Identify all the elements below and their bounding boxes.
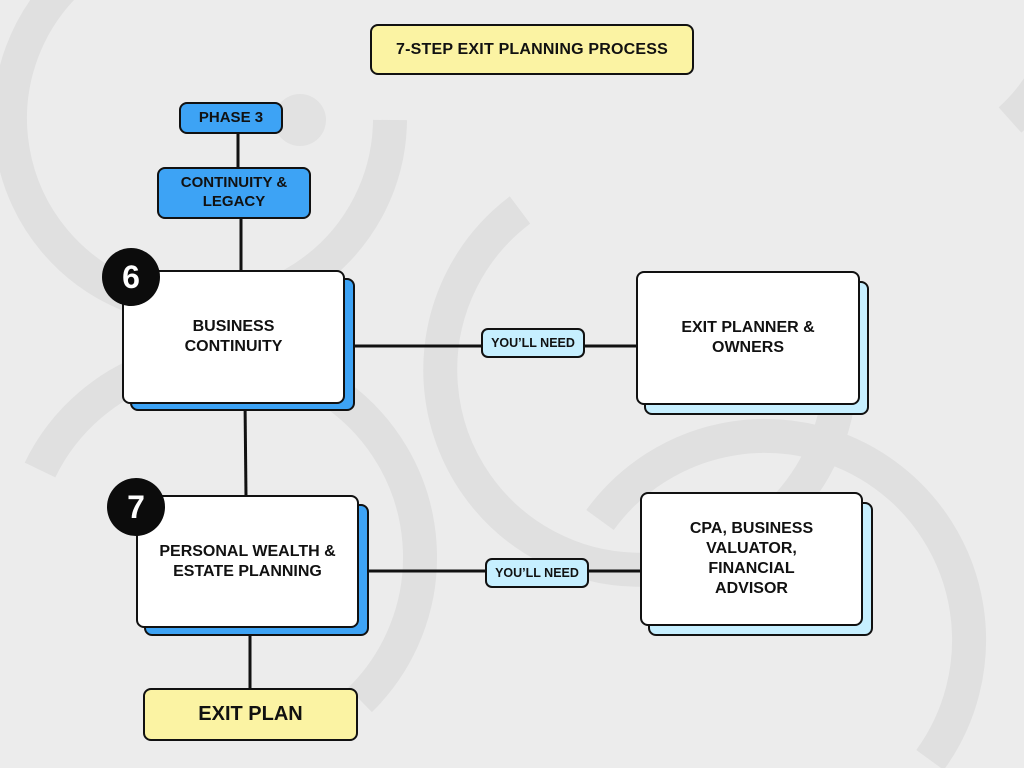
phase-name: CONTINUITY & LEGACY bbox=[157, 167, 311, 219]
exit-plan-box: EXIT PLAN bbox=[143, 688, 358, 741]
step-6-connector-label: YOU’LL NEED bbox=[481, 328, 585, 358]
step-7-needs-box: CPA, BUSINESS VALUATOR, FINANCIAL ADVISO… bbox=[640, 492, 863, 626]
step-6-needs-box: EXIT PLANNER & OWNERS bbox=[636, 271, 860, 405]
diagram-title: 7-STEP EXIT PLANNING PROCESS bbox=[370, 24, 694, 75]
step-6-number-badge: 6 bbox=[102, 248, 160, 306]
step-7-number-badge: 7 bbox=[107, 478, 165, 536]
step-7-box: PERSONAL WEALTH & ESTATE PLANNING bbox=[136, 495, 359, 628]
step-6-box: BUSINESS CONTINUITY bbox=[122, 270, 345, 404]
step-7-label: PERSONAL WEALTH & ESTATE PLANNING bbox=[159, 542, 336, 580]
step-7-needs-label: CPA, BUSINESS VALUATOR, FINANCIAL ADVISO… bbox=[689, 520, 814, 597]
step-6-needs-label: EXIT PLANNER & OWNERS bbox=[681, 319, 815, 356]
connector-step6-to-step7 bbox=[243, 399, 248, 498]
step-7-connector-label: YOU’LL NEED bbox=[485, 558, 589, 588]
phase-label: PHASE 3 bbox=[179, 102, 283, 134]
step-6-label: BUSINESS CONTINUITY bbox=[184, 318, 283, 355]
